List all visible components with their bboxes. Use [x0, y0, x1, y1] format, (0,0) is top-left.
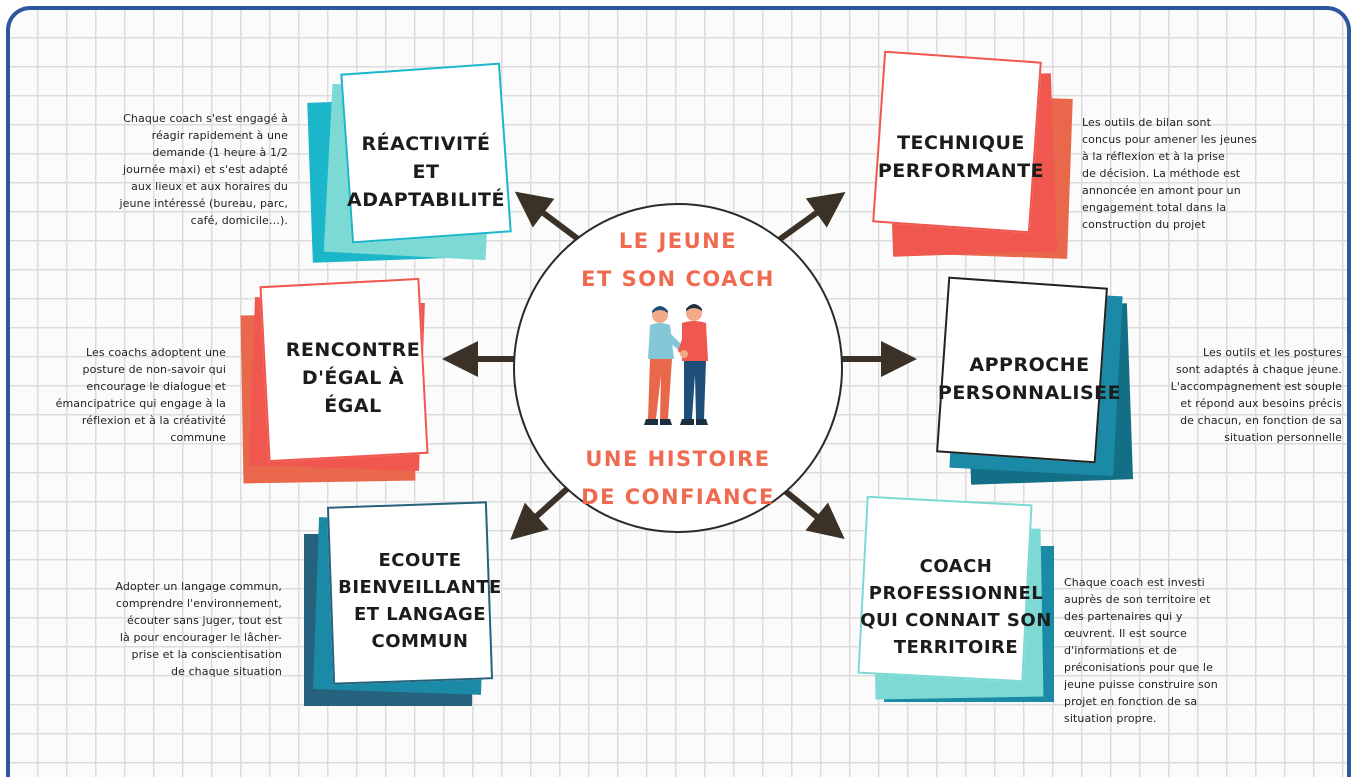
center-title-line2: ET SON COACH	[581, 267, 775, 291]
card-ecoute-line2: BIENVEILLANTE	[338, 576, 502, 598]
card-reactivite-line3: ADAPTABILITÉ	[347, 188, 505, 211]
card-coach: COACH PROFESSIONNEL QUI CONNAIT SON TERR…	[856, 495, 1066, 708]
center-title-line3: UNE HISTOIRE	[585, 447, 771, 471]
card-technique-line1: TECHNIQUE	[897, 131, 1025, 154]
center-title-line1: LE JEUNE	[618, 229, 738, 253]
card-reactivite: RÉACTIVITÉ ET ADAPTABILITÉ	[306, 62, 516, 269]
desc-approche: Les outils et les postures sont adaptés …	[1170, 346, 1342, 444]
card-approche-line2: PERSONNALISEE	[937, 381, 1122, 404]
desc-coach: Chaque coach est investi auprès de son t…	[1064, 576, 1218, 725]
arrow-to-technique	[774, 191, 846, 245]
card-rencontre-line1: RENCONTRE	[285, 339, 421, 362]
handshake-illustration	[644, 304, 708, 425]
card-coach-line1: COACH	[919, 556, 993, 578]
infographic-frame: LE JEUNE ET SON COACH UNE HISTOIRE DE CO…	[6, 6, 1351, 777]
card-reactivite-line1: RÉACTIVITÉ	[361, 132, 491, 155]
desc-technique: Les outils de bilan sont concus pour ame…	[1082, 116, 1257, 231]
center-circle: LE JEUNE ET SON COACH UNE HISTOIRE DE CO…	[513, 203, 843, 533]
card-reactivite-line2: ET	[412, 160, 440, 183]
card-ecoute-line3: ET LANGAGE	[353, 603, 487, 625]
card-coach-line2: PROFESSIONNEL	[868, 583, 1044, 605]
card-ecoute-line1: ECOUTE	[378, 549, 462, 571]
card-coach-line4: TERRITOIRE	[893, 637, 1019, 659]
card-coach-line3: QUI CONNAIT SON	[860, 610, 1052, 632]
desc-reactivite: Chaque coach s'est engagé à réagir rapid…	[119, 112, 288, 227]
arrow-to-reactivite	[514, 191, 584, 245]
card-rencontre: RENCONTRE D'ÉGAL À ÉGAL	[238, 277, 438, 485]
desc-ecoute: Adopter un langage commun, comprendre l'…	[115, 580, 282, 678]
card-ecoute: ECOUTE BIENVEILLANTE ET LANGAGE COMMUN	[300, 501, 510, 714]
desc-rencontre: Les coachs adoptent une posture de non-s…	[55, 346, 226, 444]
card-technique: TECHNIQUE PERFORMANTE	[872, 50, 1076, 266]
card-ecoute-line4: COMMUN	[371, 630, 469, 652]
card-rencontre-line3: ÉGAL	[324, 395, 382, 418]
card-technique-line2: PERFORMANTE	[877, 159, 1045, 182]
center-title-line4: DE CONFIANCE	[581, 485, 775, 509]
card-rencontre-line2: D'ÉGAL À	[301, 367, 405, 390]
card-approche-line1: APPROCHE	[969, 353, 1090, 376]
arrow-to-coach	[778, 484, 845, 540]
card-approche: APPROCHE PERSONNALISEE	[918, 276, 1134, 488]
